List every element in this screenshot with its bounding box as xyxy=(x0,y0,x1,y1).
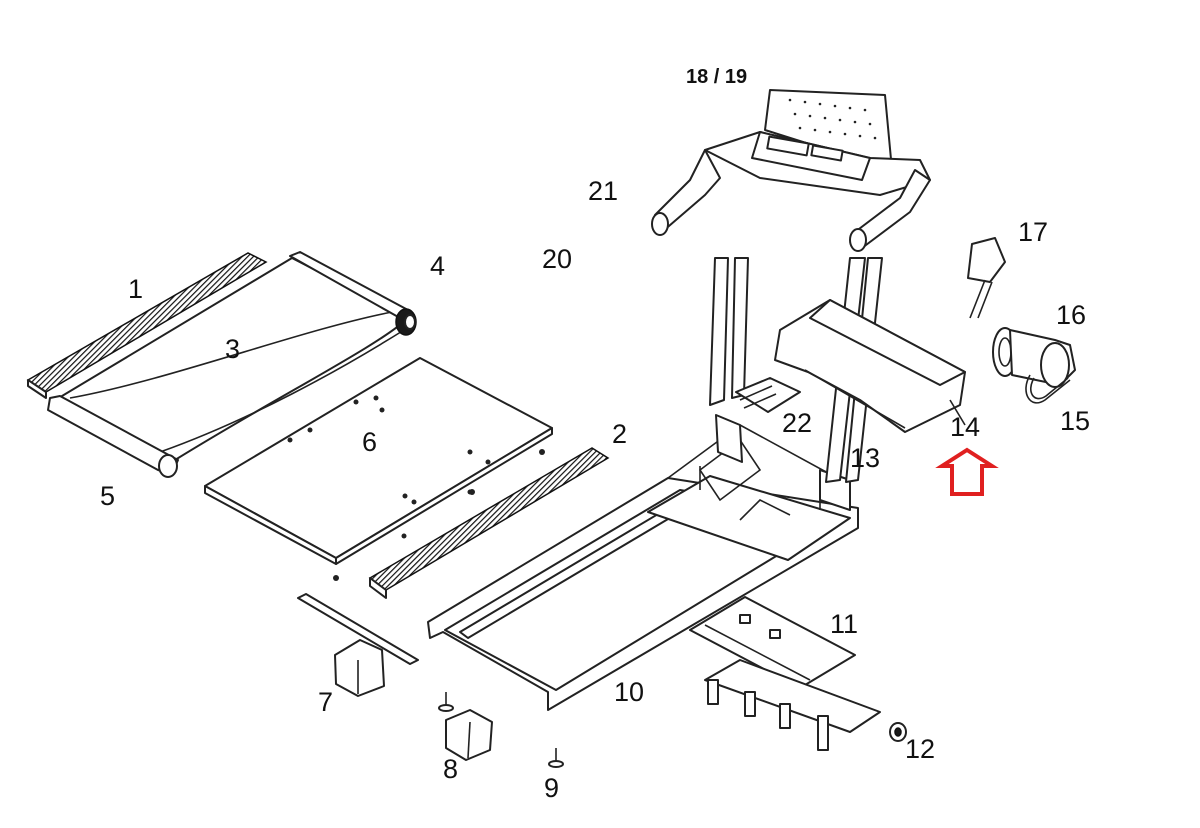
part-7-end-cap xyxy=(334,639,385,697)
label-part-3: 3 xyxy=(225,334,241,364)
part-17-motor-control xyxy=(967,237,1006,319)
label-part-17: 17 xyxy=(1018,217,1049,247)
label-part-13: 13 xyxy=(850,443,881,473)
part-15-motor-belt xyxy=(1025,374,1071,404)
label-part-2: 2 xyxy=(612,419,628,449)
part-2-side-rail xyxy=(368,447,610,599)
part-8-foot-cap xyxy=(438,692,493,761)
label-part-18-19: 18 / 19 xyxy=(686,66,748,88)
highlight-arrow-icon xyxy=(935,447,999,496)
label-part-15: 15 xyxy=(1060,406,1091,436)
label-part-10: 10 xyxy=(614,677,645,707)
part-4-front-roller xyxy=(289,251,417,336)
part-21-handlebars xyxy=(651,149,931,252)
label-part-20: 20 xyxy=(542,244,573,274)
label-part-1: 1 xyxy=(128,274,144,304)
label-part-4: 4 xyxy=(430,251,446,281)
label-part-7: 7 xyxy=(318,687,334,717)
label-part-8: 8 xyxy=(443,754,459,784)
rear-stabilizer-bar xyxy=(297,593,419,665)
label-part-14: 14 xyxy=(950,412,981,442)
part-12-stand xyxy=(704,659,907,751)
part-14-motor-cover xyxy=(774,299,966,433)
part-22-bracket xyxy=(735,377,801,413)
part-11-base-frame xyxy=(689,596,856,689)
label-part-22: 22 xyxy=(782,408,813,438)
label-part-9: 9 xyxy=(544,773,560,803)
label-part-6: 6 xyxy=(362,427,378,457)
part-5-rear-roller xyxy=(47,395,179,478)
label-part-16: 16 xyxy=(1056,300,1087,330)
part-1-side-rail xyxy=(26,252,268,399)
console-dot-pattern xyxy=(788,98,877,140)
part-16-motor xyxy=(992,327,1076,388)
part-10-main-frame xyxy=(427,424,859,711)
part-6-deck-board xyxy=(204,357,553,581)
part-18-19-console xyxy=(704,89,931,196)
label-part-11: 11 xyxy=(830,609,859,639)
label-part-21: 21 xyxy=(588,176,619,206)
part-9-leveling-foot xyxy=(548,748,564,768)
label-part-5: 5 xyxy=(100,481,116,511)
label-part-12: 12 xyxy=(905,734,936,764)
